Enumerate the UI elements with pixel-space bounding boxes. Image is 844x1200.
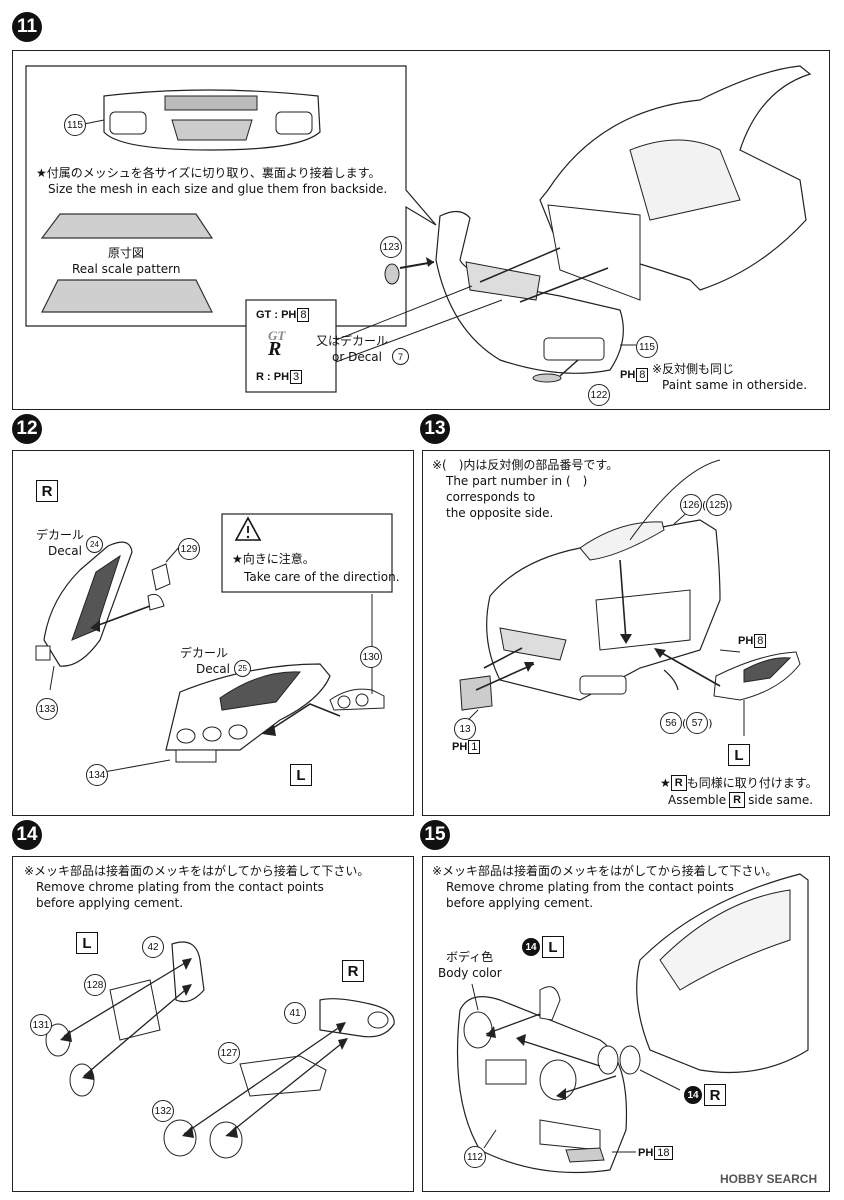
decal-25-jp: デカール: [180, 646, 229, 660]
step-13-badge: 13: [420, 414, 450, 444]
sub-assembly-14-r: 14 R: [684, 1084, 726, 1106]
decal-24-jp: デカール: [36, 528, 85, 542]
part-42-label: 42: [142, 936, 164, 958]
decal-alt-en: or Decal: [332, 350, 382, 364]
decal-24-label: 24: [86, 536, 103, 553]
mesh-instruction-jp: ★付属のメッシュを各サイズに切り取り、裏面より接着します。: [36, 166, 381, 180]
part-130-label: 130: [360, 646, 382, 668]
step-12-badge: 12: [12, 414, 42, 444]
assemble-r-en: Assemble R side same.: [668, 792, 814, 808]
step-15-badge: 15: [420, 820, 450, 850]
part-129-label: 129: [178, 538, 200, 560]
step-12-side-r-badge: R: [36, 480, 58, 502]
part-41-label: 41: [284, 1002, 306, 1024]
part-132-label: 132: [152, 1100, 174, 1122]
decal-25-en: Decal: [196, 662, 230, 676]
chrome-note-en-2: before applying cement.: [446, 896, 594, 910]
chrome-note-en-1: Remove chrome plating from the contact p…: [36, 880, 324, 894]
part-131-label: 131: [30, 1014, 52, 1036]
chrome-note-jp: ※メッキ部品は接着面のメッキをはがしてから接着して下さい。: [432, 864, 778, 878]
part-112-label: 112: [464, 1146, 486, 1168]
part-115-label-top: 115: [64, 114, 86, 136]
real-scale-en: Real scale pattern: [72, 262, 181, 276]
part-127-label: 127: [218, 1042, 240, 1064]
step-11-badge: 11: [12, 12, 42, 42]
decal-alt-jp: 又はデカール: [316, 334, 389, 348]
body-color-en: Body color: [438, 966, 502, 980]
chrome-note-en-2: before applying cement.: [36, 896, 184, 910]
decal-7-label: 7: [392, 348, 409, 365]
mesh-instruction-en: Size the mesh in each size and glue them…: [48, 182, 388, 196]
paren-note-en-1: The part number in ( ): [446, 474, 588, 488]
part-133-label: 133: [36, 698, 58, 720]
warning-direction-jp: ★向きに注意。: [232, 552, 315, 566]
real-scale-jp: 原寸図: [108, 246, 145, 260]
body-color-jp: ボディ色: [446, 950, 494, 964]
part-56-57-label: 56 ( 57 ): [660, 712, 713, 734]
step-14-badge: 14: [12, 820, 42, 850]
warning-direction-en: Take care of the direction.: [244, 570, 400, 584]
step-13-side-l-badge: L: [728, 744, 750, 766]
paren-note-en-3: the opposite side.: [446, 506, 554, 520]
gtr-emblem: GT R: [268, 328, 286, 360]
part-128-label: 128: [84, 974, 106, 996]
chrome-note-en-1: Remove chrome plating from the contact p…: [446, 880, 734, 894]
part-134-label: 134: [86, 764, 108, 786]
sub-assembly-14-l: 14 L: [522, 936, 564, 958]
same-side-jp: ※反対側も同じ: [652, 362, 735, 376]
decal-24-en: Decal: [48, 544, 82, 558]
watermark: HOBBY SEARCH: [720, 1172, 818, 1186]
part-123-label: 123: [380, 236, 402, 258]
paren-note-jp: ※( )内は反対側の部品番号です。: [432, 458, 619, 472]
same-side-en: Paint same in otherside.: [662, 378, 808, 392]
step-14-side-r-badge: R: [342, 960, 364, 982]
part-122-label: 122: [588, 384, 610, 406]
part-115-label-side: 115: [636, 336, 658, 358]
part-126-125-label: 126 ( 125 ): [680, 494, 733, 516]
step-14-side-l-badge: L: [76, 932, 98, 954]
part-13-label: 13: [454, 718, 476, 740]
step-12-side-l-badge: L: [290, 764, 312, 786]
chrome-note-jp: ※メッキ部品は接着面のメッキをはがしてから接着して下さい。: [24, 864, 370, 878]
assemble-r-jp: ★ R も同様に取り付けます。: [660, 774, 818, 791]
decal-25-label: 25: [234, 660, 251, 677]
paren-note-en-2: corresponds to: [446, 490, 536, 504]
